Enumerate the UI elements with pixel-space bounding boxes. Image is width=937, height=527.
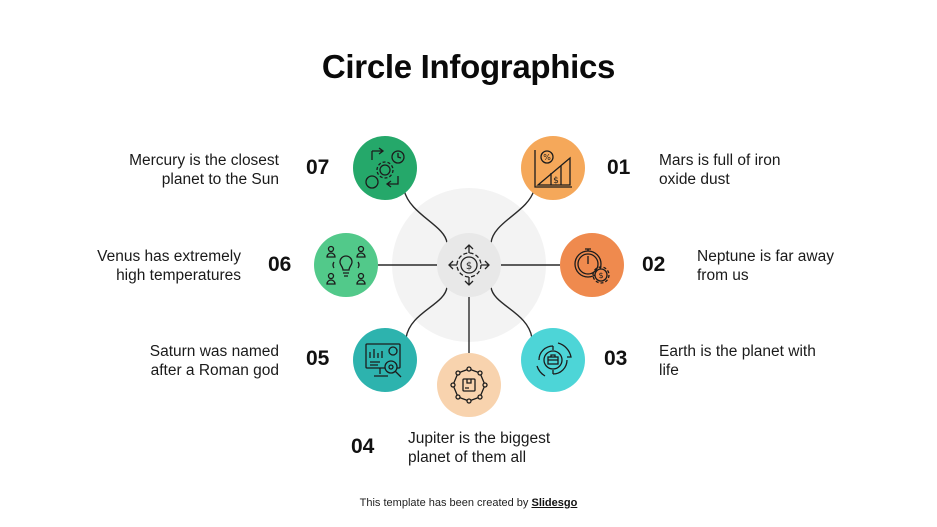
svg-text:$: $ bbox=[553, 176, 559, 186]
process-cycle-gear-icon bbox=[365, 147, 405, 189]
briefcase-cycle-icon bbox=[536, 342, 572, 377]
item-03-number: 03 bbox=[604, 347, 628, 370]
node-07 bbox=[353, 136, 417, 200]
item-03-text: Earth is the planet with life bbox=[659, 342, 816, 380]
item-02-number: 02 bbox=[642, 253, 666, 276]
item-02-text-line2: from us bbox=[697, 267, 749, 284]
item-03-text-line1: Earth is the planet with bbox=[659, 343, 816, 360]
item-05-number: 05 bbox=[306, 347, 330, 370]
item-05-text-line2: after a Roman god bbox=[150, 362, 279, 379]
node-06 bbox=[314, 233, 378, 297]
item-04-text-line2: planet of them all bbox=[408, 449, 527, 466]
node-01: % $ bbox=[521, 136, 585, 200]
node-05 bbox=[353, 328, 417, 392]
item-06-text-line2: high temperatures bbox=[116, 267, 241, 284]
item-06-text-line1: Venus has extremely bbox=[97, 248, 241, 265]
item-02-text-line1: Neptune is far away bbox=[697, 248, 834, 265]
connector-lines bbox=[378, 189, 560, 353]
package-network-icon bbox=[450, 366, 488, 404]
item-01-text-line1: Mars is full of iron bbox=[659, 152, 781, 169]
item-05-text-line1: Saturn was named bbox=[149, 343, 279, 360]
svg-text:$: $ bbox=[598, 271, 603, 280]
footer-prefix: This template has been created by bbox=[359, 497, 532, 509]
item-06-number: 06 bbox=[268, 253, 292, 276]
node-03 bbox=[521, 328, 585, 392]
page-title: Circle Infographics bbox=[321, 48, 616, 85]
stopwatch-dollar-gear-icon: $ bbox=[574, 248, 610, 284]
dollar-gear-arrows-icon: $ bbox=[448, 244, 490, 286]
item-02-text: Neptune is far away from us bbox=[697, 247, 834, 285]
growth-chart-percent-dollar-icon: % $ bbox=[534, 150, 572, 188]
footer-credit: This template has been created by Slides… bbox=[0, 497, 937, 509]
item-07-text-line1: Mercury is the closest bbox=[129, 152, 279, 169]
svg-text:$: $ bbox=[466, 261, 472, 272]
node-04 bbox=[437, 353, 501, 417]
item-03-text-line2: life bbox=[659, 362, 679, 379]
item-07-text: Mercury is the closest planet to the Sun bbox=[129, 151, 279, 189]
item-07-number: 07 bbox=[306, 156, 330, 179]
item-06-text: Venus has extremely high temperatures bbox=[97, 247, 241, 285]
node-02: $ bbox=[560, 233, 624, 297]
item-04-text-line1: Jupiter is the biggest bbox=[408, 430, 551, 447]
center-node: $ bbox=[437, 233, 501, 297]
item-04-text: Jupiter is the biggest planet of them al… bbox=[408, 429, 550, 467]
item-01-text: Mars is full of iron oxide dust bbox=[659, 151, 780, 189]
item-04-number: 04 bbox=[351, 435, 375, 458]
item-07-text-line2: planet to the Sun bbox=[161, 171, 279, 188]
monitor-analytics-eye-icon bbox=[365, 343, 402, 378]
slidesgo-link[interactable]: Slidesgo bbox=[531, 497, 578, 509]
item-01-text-line2: oxide dust bbox=[659, 171, 730, 188]
lightbulb-team-icon bbox=[326, 245, 366, 285]
item-01-number: 01 bbox=[607, 156, 631, 179]
svg-text:%: % bbox=[543, 153, 551, 162]
item-05-text: Saturn was named after a Roman god bbox=[150, 342, 279, 380]
